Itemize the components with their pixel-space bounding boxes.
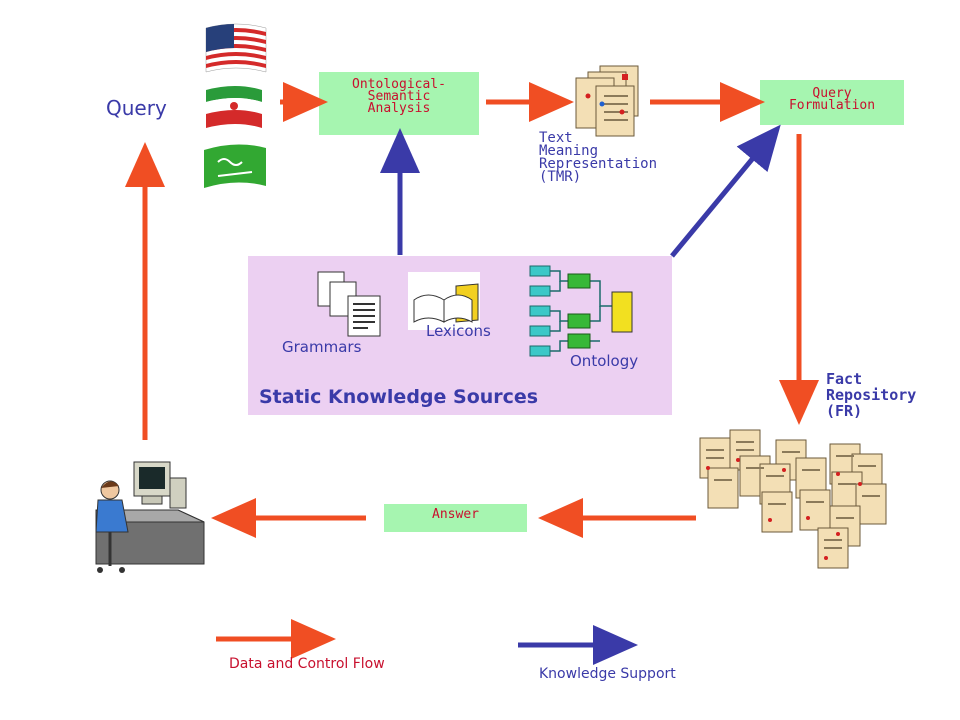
static-knowledge-title: Static Knowledge Sources xyxy=(259,386,539,408)
grammars-icon xyxy=(317,271,381,337)
arrow-knowledge-to-formulation xyxy=(670,124,781,258)
legend-data-flow-label: Data and Control Flow xyxy=(229,656,385,672)
query-label: Query xyxy=(106,96,167,120)
query-formulation-box-bg xyxy=(760,80,904,125)
ontological-box-bg xyxy=(319,72,479,135)
ontological-semantic-analysis-box[interactable]: Ontological- Semantic Analysis xyxy=(352,77,446,116)
query-formulation-box[interactable]: Query Formulation xyxy=(788,86,876,113)
answer-box-bg xyxy=(384,504,527,532)
fact-repository-dots xyxy=(706,458,862,560)
lexicons-label: Lexicons xyxy=(426,322,491,340)
ontology-icon xyxy=(529,265,633,357)
saudi-flag-icon xyxy=(204,144,266,188)
lexicons-icon xyxy=(408,272,480,330)
grammars-label: Grammars xyxy=(282,338,362,356)
user-computer-icon xyxy=(95,461,205,573)
tmr-document-icon xyxy=(575,65,639,137)
us-flag-icon xyxy=(205,23,267,73)
fact-repository-label: Fact Repository (FR) xyxy=(826,370,917,420)
fact-repository-documents-icon xyxy=(699,429,887,569)
fact-repository-marks xyxy=(706,441,880,549)
answer-box[interactable]: Answer xyxy=(432,507,479,522)
legend-knowledge-label: Knowledge Support xyxy=(539,666,676,682)
iran-flag-icon xyxy=(206,86,262,128)
ontology-label: Ontology xyxy=(570,352,639,370)
tmr-label: Text Meaning Representation (TMR) xyxy=(539,130,658,185)
